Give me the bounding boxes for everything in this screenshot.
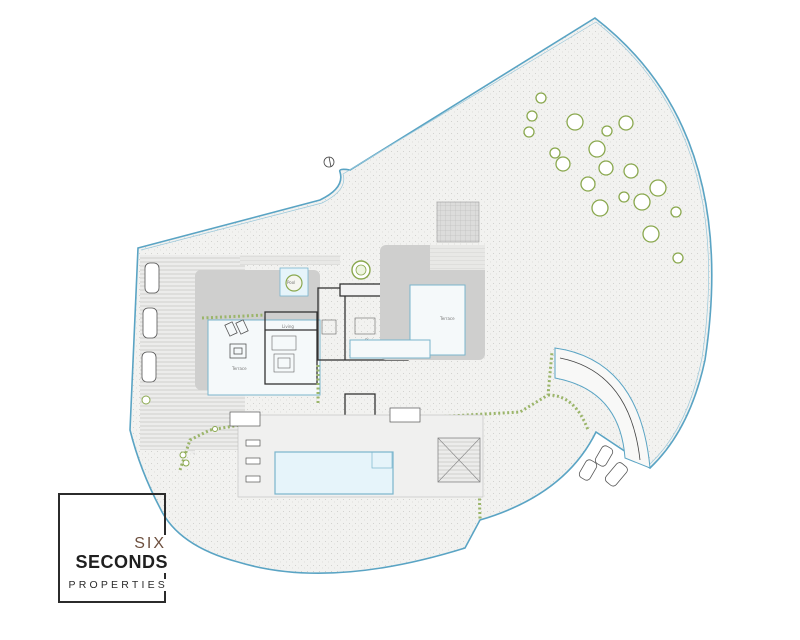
label-pool: Pool: [287, 280, 295, 285]
right-terrace-edge: [349, 339, 431, 359]
hedge-line: [178, 313, 590, 521]
lounge-furniture: [224, 319, 249, 359]
right-deck: [430, 245, 485, 270]
outdoor-furniture: [229, 407, 421, 427]
label-terrace-left: Terrace: [231, 366, 247, 371]
jacuzzi: [285, 274, 303, 292]
car-icon: [144, 262, 160, 294]
label-room-a: Living: [282, 324, 294, 329]
small-shrubs: [141, 395, 218, 467]
plot-boundary-inner: [140, 21, 709, 465]
car-icon: [141, 351, 157, 383]
logo-line-six: SIX: [132, 535, 166, 553]
sun-loungers: [245, 439, 261, 483]
left-terrace: [207, 319, 321, 396]
tree-cluster: [523, 92, 684, 264]
car-icon: [578, 445, 628, 487]
main-pool: [274, 451, 394, 495]
driveway: [240, 255, 340, 265]
solar-panel: [436, 201, 480, 243]
logo-line-seconds: SECONDS: [72, 552, 168, 573]
north-marker: [323, 156, 335, 168]
car-icon: [142, 307, 158, 339]
curved-wall: [554, 347, 651, 469]
brand-logo: SIX SECONDS PROPERTIES: [58, 493, 168, 603]
label-terrace-right: Terrace: [439, 316, 455, 321]
logo-line-properties: PROPERTIES: [65, 579, 168, 591]
pool-steps: [371, 451, 393, 469]
